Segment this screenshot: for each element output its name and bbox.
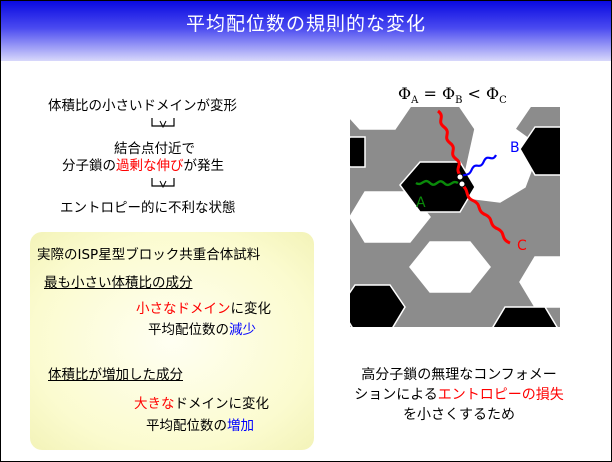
- hexagonal-domain-diagram: B A C: [350, 107, 560, 327]
- diagram-label-c: C: [517, 238, 527, 254]
- sample-item-1-highlight: 小さなドメイン: [136, 301, 231, 317]
- flow-step-1: 体積比の小さいドメインが変形: [48, 98, 237, 114]
- phi-symbol: Φ: [486, 84, 500, 103]
- phi-symbol: Φ: [441, 84, 456, 103]
- diagram-label-b: B: [510, 140, 520, 156]
- flow-step-2-pre: 分子鎖の: [62, 158, 116, 174]
- junction-point: [458, 180, 466, 188]
- phi-equation: ΦA = ΦB < ΦC: [398, 84, 507, 106]
- flow-step-2-line2: 分子鎖の過剰な伸びが発生: [62, 154, 224, 174]
- sample-item-1-line2-highlight: 減少: [229, 322, 256, 338]
- conclusion-line1: 高分子鎖の無理なコンフォメー: [361, 367, 557, 383]
- diagram-label-a: A: [416, 195, 426, 211]
- conclusion-highlight: エントロピーの損失: [437, 387, 564, 403]
- red-chain-lower: [460, 183, 511, 245]
- sample-item-2-highlight: 大きな: [134, 396, 175, 412]
- sample-item-1-line1: 小さなドメインに変化: [136, 297, 271, 317]
- sample-item-2-post: ドメインに変化: [174, 396, 270, 412]
- conclusion-line2: ションによるエントロピーの損失: [334, 384, 584, 404]
- flow-step-2-line1: 結合点付近で: [114, 141, 195, 157]
- down-arrow-icon: [151, 118, 175, 129]
- sample-item-1-post: に変化: [230, 301, 272, 317]
- phi-subscript-a: A: [411, 95, 419, 107]
- slide-title: 平均配位数の規則的な変化: [185, 13, 426, 35]
- sample-item-1-line2-pre: 平均配位数の: [148, 322, 229, 338]
- sample-item-2-line2: 平均配位数の増加: [146, 414, 254, 434]
- phi-symbol: Φ: [398, 84, 412, 103]
- sample-heading: 実際のISP星型ブロック共重合体試料: [37, 247, 261, 263]
- flow-step-3: エントロピー的に不利な状態: [60, 200, 236, 216]
- sample-item-1-label: 最も小さい体積比の成分: [44, 275, 193, 291]
- sample-item-2-line1: 大きなドメインに変化: [134, 392, 269, 412]
- red-chain-upper: [436, 109, 462, 176]
- conclusion-line2-pre: ションによる: [354, 387, 438, 403]
- down-arrow-icon: [151, 178, 175, 189]
- equals-sign: =: [423, 84, 437, 103]
- junction-point: [456, 173, 464, 181]
- phi-subscript-c: C: [499, 95, 507, 107]
- title-bar: 平均配位数の規則的な変化: [1, 1, 611, 61]
- flow-step-2-post: が発生: [183, 158, 225, 174]
- sample-box: [30, 232, 314, 450]
- green-chain: [415, 179, 459, 187]
- blue-chain: [459, 154, 497, 180]
- sample-item-2-line2-highlight: 増加: [227, 418, 254, 434]
- phi-subscript-b: B: [455, 95, 463, 107]
- hexagon-a-domain: [399, 161, 476, 213]
- sample-item-2-label: 体積比が増加した成分: [48, 367, 183, 383]
- less-than-sign: <: [467, 84, 481, 103]
- conclusion-line3: を小さくするため: [403, 407, 515, 423]
- flow-step-2-highlight: 過剰な伸び: [116, 158, 184, 174]
- sample-item-1-line2: 平均配位数の減少: [148, 318, 256, 338]
- sample-item-2-line2-pre: 平均配位数の: [146, 418, 227, 434]
